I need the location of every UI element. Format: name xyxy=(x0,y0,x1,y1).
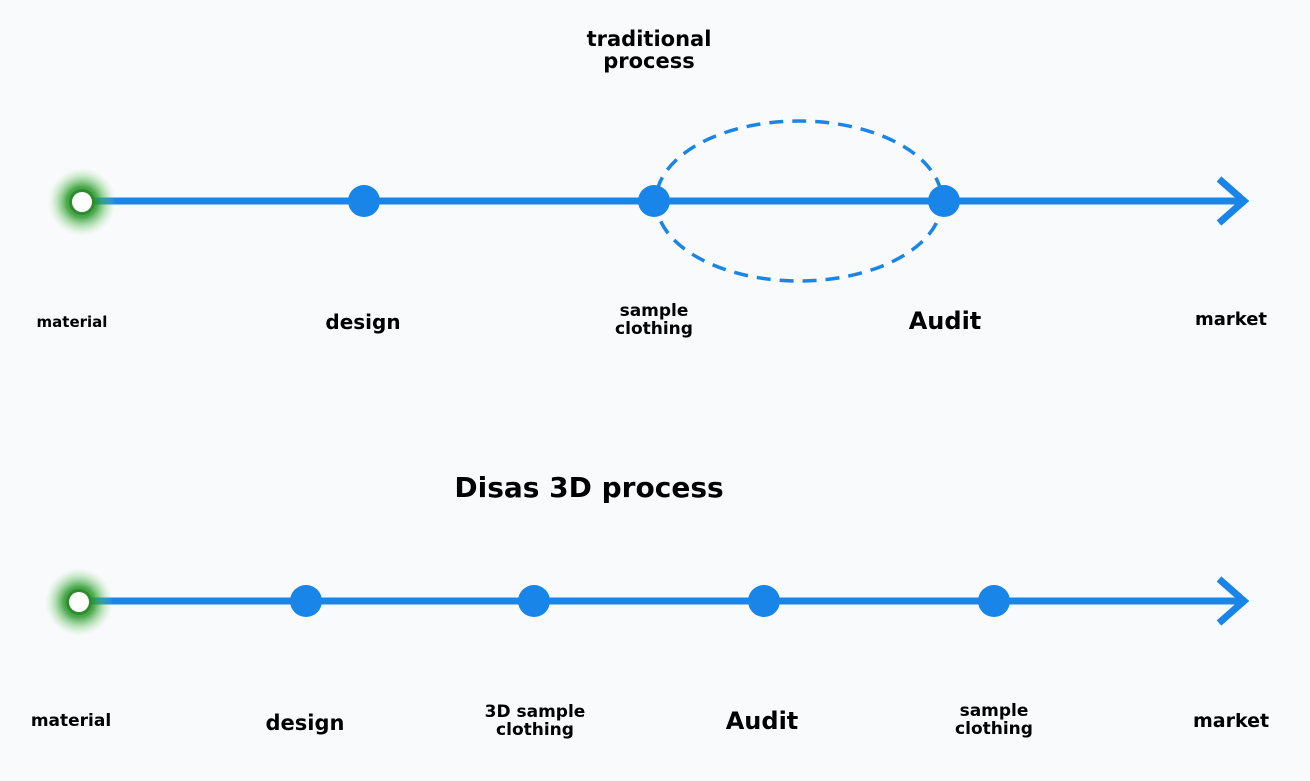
traditional-title: traditional process xyxy=(587,28,712,72)
traditional-node-audit xyxy=(928,185,960,217)
disas3d-label-design: design xyxy=(265,711,345,735)
disas3d-arrowhead xyxy=(1216,576,1250,626)
disas3d-label-market: market xyxy=(1192,710,1270,732)
traditional-label-sample-clothing: sample clothing xyxy=(615,301,693,339)
traditional-timeline xyxy=(48,119,1250,283)
traditional-title-line2: process xyxy=(603,49,695,74)
traditional-start-node-center xyxy=(72,192,92,212)
traditional-title-line1: traditional xyxy=(586,27,712,51)
traditional-label-design: design xyxy=(325,310,401,334)
traditional-arrowhead xyxy=(1216,176,1250,226)
disas3d-title: Disas 3D process xyxy=(454,471,724,504)
disas3d-label-audit: Audit xyxy=(725,707,799,735)
disas3d-timeline xyxy=(45,568,1250,636)
disas3d-node-3d-sample xyxy=(518,585,550,617)
traditional-label-material: material xyxy=(36,313,108,331)
disas3d-label-3d-sample-clothing: 3D sample clothing xyxy=(484,702,586,740)
traditional-label-audit: Audit xyxy=(908,307,982,335)
traditional-label-market: market xyxy=(1194,309,1268,330)
disas3d-node-design xyxy=(290,585,322,617)
disas3d-node-sample-clothing xyxy=(978,585,1010,617)
traditional-node-design xyxy=(348,185,380,217)
disas3d-node-audit xyxy=(748,585,780,617)
disas3d-start-node-center xyxy=(69,592,89,612)
disas3d-label-material: material xyxy=(30,711,112,731)
disas3d-label-sample-clothing: sample clothing xyxy=(955,701,1033,739)
traditional-node-sample-clothing xyxy=(638,185,670,217)
